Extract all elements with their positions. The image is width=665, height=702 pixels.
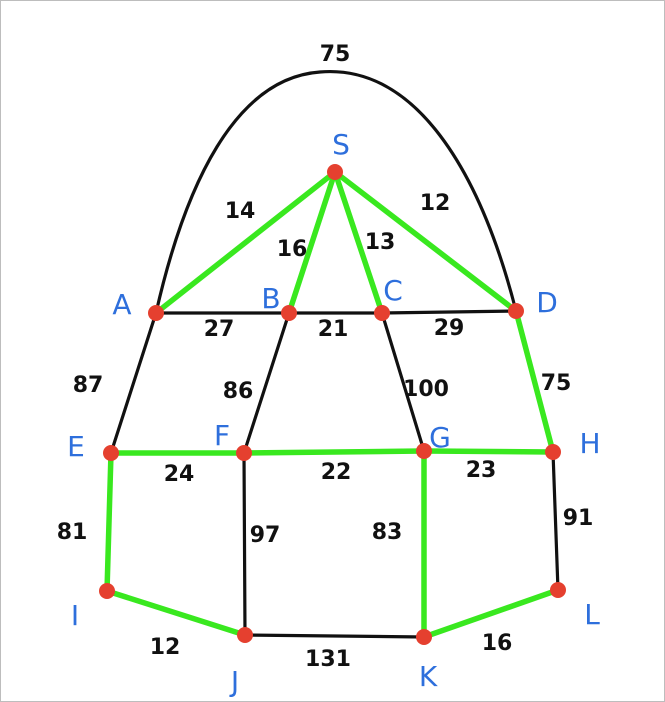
- edge-weight-a-d: 75: [320, 42, 351, 67]
- highlighted-edge-f-g: [241, 448, 427, 456]
- edge-f-j: [242, 451, 247, 637]
- edge-weight-c-d: 29: [434, 316, 465, 341]
- edge-c-d: [380, 309, 518, 315]
- edge-b-f: [242, 311, 291, 455]
- edge-weight-g-k: 83: [372, 520, 403, 545]
- node-label-c: C: [383, 274, 403, 307]
- edge-weight-s-a: 14: [225, 199, 256, 224]
- highlighted-edge-g-h: [421, 448, 556, 455]
- node-s: [327, 164, 343, 180]
- edge-weight-e-i: 81: [57, 520, 88, 545]
- highlighted-path-layer: [104, 169, 561, 640]
- edge-weight-s-b: 16: [277, 237, 308, 262]
- highlighted-edge-k-l: [421, 587, 561, 640]
- highlighted-edge-e-i: [104, 450, 114, 594]
- highlighted-edge-s-a: [153, 169, 338, 316]
- edge-weight-g-h: 23: [466, 458, 497, 483]
- edge-weight-f-g: 22: [321, 460, 352, 485]
- node-label-d: D: [536, 286, 558, 319]
- node-label-s: S: [332, 128, 350, 161]
- edge-weight-k-l: 16: [482, 631, 513, 656]
- highlighted-edge-i-j: [104, 588, 248, 638]
- node-b: [281, 305, 297, 321]
- edge-weight-b-f: 86: [223, 379, 254, 404]
- node-h: [545, 444, 561, 460]
- node-labels-layer: S A B C D E F G H I J K L: [67, 128, 600, 698]
- node-l: [550, 582, 566, 598]
- node-e: [103, 445, 119, 461]
- node-label-a: A: [112, 288, 131, 321]
- edge-weight-a-e: 87: [73, 373, 104, 398]
- node-label-j: J: [229, 665, 239, 698]
- node-label-f: F: [214, 419, 230, 452]
- highlighted-edge-s-c: [332, 169, 385, 316]
- edge-weight-b-c: 21: [318, 317, 349, 342]
- node-label-k: K: [419, 660, 438, 693]
- edge-weights-layer: 75 14 16 13 12 27 21 29 87 86 100 75 24 22 23 81 97 83 91 1…: [57, 42, 594, 672]
- node-i: [99, 583, 115, 599]
- node-label-l: L: [584, 598, 600, 631]
- node-label-e: E: [67, 430, 85, 463]
- edge-weight-f-j: 97: [250, 523, 281, 548]
- edge-a-d: [154, 70, 518, 315]
- edge-weight-j-k: 131: [305, 647, 351, 672]
- node-f: [236, 445, 252, 461]
- edge-weight-e-f: 24: [164, 462, 195, 487]
- edge-weight-i-j: 12: [150, 635, 181, 660]
- node-label-h: H: [579, 427, 600, 460]
- edge-weight-c-g: 100: [403, 377, 449, 402]
- edge-weight-d-h: 75: [541, 371, 572, 396]
- node-g: [416, 443, 432, 459]
- node-label-b: B: [261, 282, 280, 315]
- node-c: [374, 305, 390, 321]
- edge-weight-h-l: 91: [563, 506, 594, 531]
- node-d: [508, 303, 524, 319]
- highlighted-edge-s-d: [332, 169, 519, 314]
- node-k: [416, 629, 432, 645]
- node-label-g: G: [429, 421, 451, 454]
- edge-h-l: [551, 450, 560, 592]
- node-a: [148, 305, 164, 321]
- highlighted-edge-d-h: [513, 308, 556, 455]
- node-label-i: I: [71, 599, 79, 632]
- edge-weight-a-b: 27: [204, 317, 235, 342]
- edge-weight-s-c: 13: [365, 230, 396, 255]
- edge-a-e: [109, 311, 158, 455]
- edge-c-g: [380, 311, 426, 453]
- nodes-layer: [99, 164, 566, 645]
- node-j: [237, 627, 253, 643]
- highlighted-edge-s-b: [286, 169, 338, 316]
- edge-j-k: [243, 633, 426, 639]
- edge-weight-s-d: 12: [420, 191, 451, 216]
